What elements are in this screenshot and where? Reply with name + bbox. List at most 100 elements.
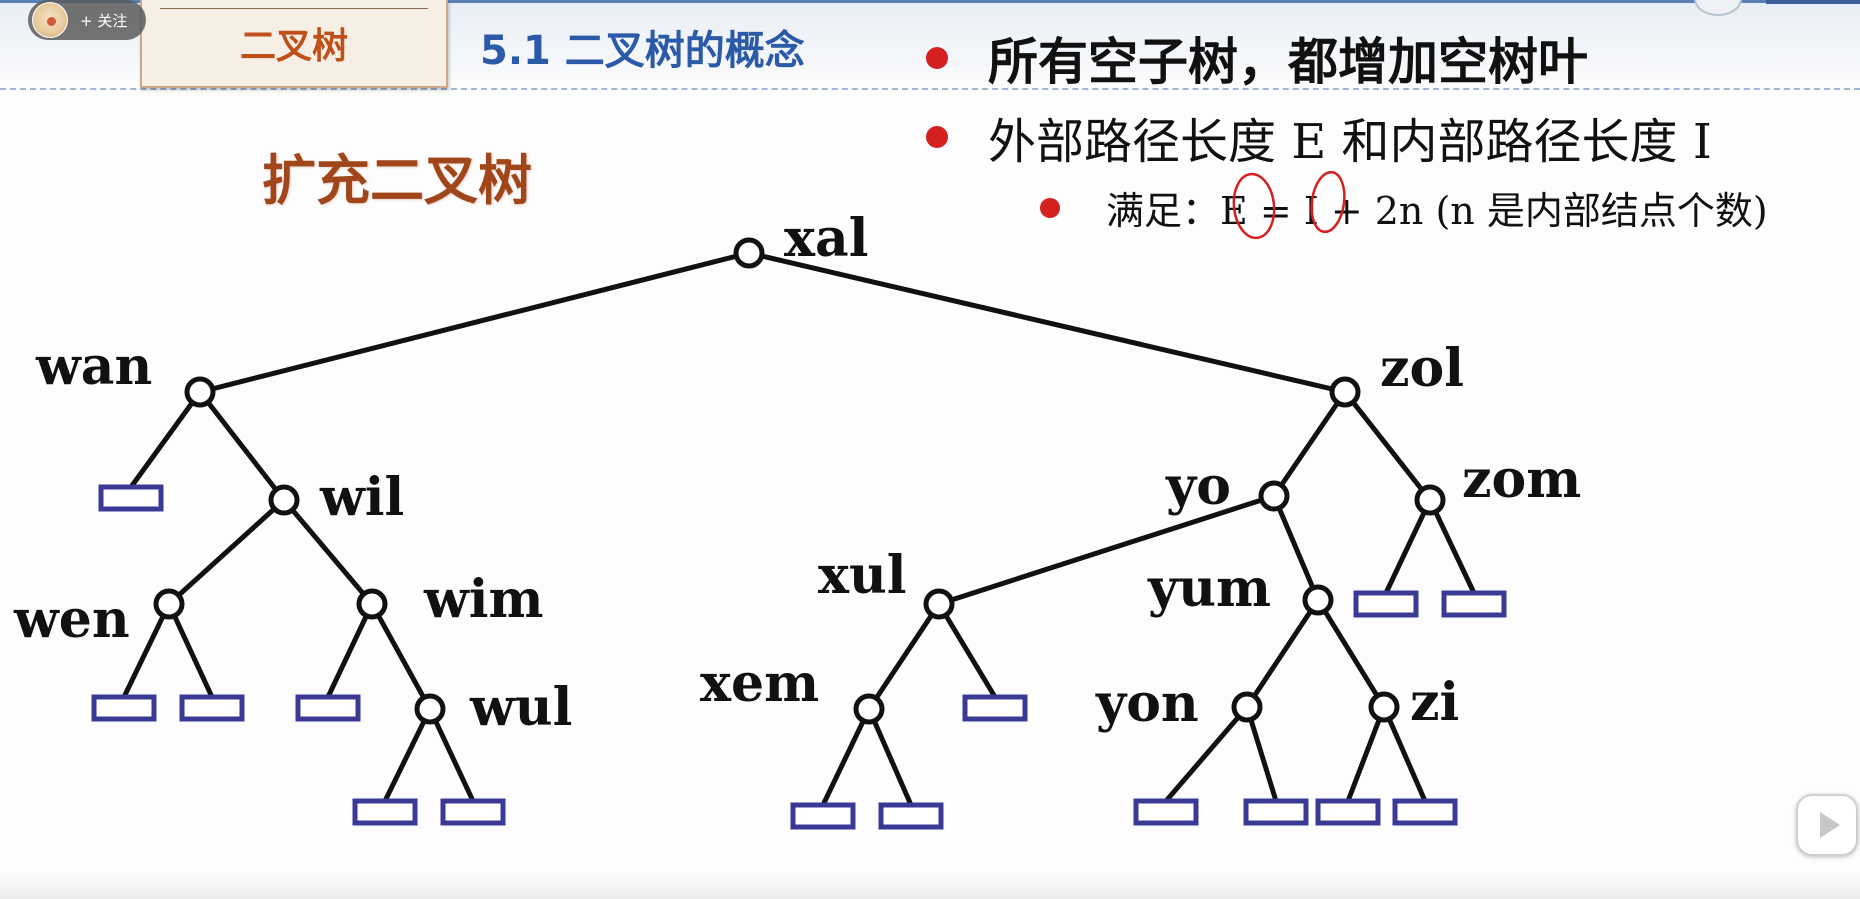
- node-label-yo: yo: [1165, 456, 1231, 517]
- tree-edge: [746, 250, 1348, 395]
- internal-node-xul: [923, 588, 955, 620]
- tree-edge: [166, 601, 215, 700]
- external-leaf: [1243, 798, 1309, 826]
- tree-edge: [1315, 597, 1387, 710]
- section-tab-label: 二叉树: [239, 26, 348, 67]
- external-leaf: [295, 694, 361, 722]
- external-leaf: [790, 802, 856, 830]
- tree-edge: [281, 497, 375, 607]
- tree-edge: [128, 389, 203, 490]
- node-label-zom: zom: [1462, 449, 1581, 510]
- tree-edge: [1383, 497, 1433, 596]
- tree-edge: [1244, 597, 1321, 710]
- tree-edge: [1271, 389, 1348, 499]
- external-leaf: [1315, 798, 1381, 826]
- follow-label: + 关注: [80, 11, 128, 30]
- external-leaf: [91, 694, 157, 722]
- tree-edge: [197, 389, 287, 503]
- internal-node-wan: [184, 376, 216, 408]
- internal-node-xem: [853, 693, 885, 725]
- tree-edge: [866, 706, 914, 808]
- slide-subtitle: 扩充二叉树: [262, 149, 532, 212]
- bullet-dot-icon: [1040, 197, 1060, 218]
- tree-edge: [427, 706, 476, 804]
- internal-node-yum: [1302, 584, 1334, 616]
- tree-edge: [936, 493, 1277, 607]
- bullet-dot-icon: [926, 47, 948, 69]
- external-leaves: [91, 484, 1507, 830]
- node-label-wul: wul: [469, 677, 572, 738]
- internal-node-zom: [1414, 484, 1446, 516]
- bullet-text: 所有空子树，都增加空树叶: [988, 33, 1588, 91]
- node-label-wim: wim: [423, 569, 544, 630]
- tree-edge: [166, 497, 287, 607]
- node-label-zi: zi: [1410, 672, 1459, 733]
- external-leaf: [1441, 590, 1507, 618]
- external-leaf: [962, 694, 1028, 722]
- annotation-circle-i: [1310, 170, 1346, 234]
- bullet-text: 满足：E = I + 2n (n 是内部结点个数): [1106, 189, 1768, 233]
- internal-node-wil: [268, 484, 300, 516]
- tree-edge: [1381, 704, 1428, 804]
- external-leaf: [878, 802, 944, 830]
- external-leaf: [440, 798, 506, 826]
- top-accent-bar: [0, 0, 1860, 3]
- header-divider: [0, 88, 1860, 90]
- external-leaf: [1353, 590, 1419, 618]
- play-icon[interactable]: [1796, 794, 1858, 856]
- node-label-yum: yum: [1147, 558, 1271, 619]
- tree-edges: [121, 250, 1477, 808]
- bullet-item: 满足：E = I + 2n (n 是内部结点个数): [1040, 180, 1768, 235]
- external-leaf: [352, 798, 418, 826]
- node-labels: xal wan zol wil wen wim wul yo zom xul yum xem yon zi: [13, 208, 1581, 738]
- tree-edge: [820, 706, 872, 808]
- bottom-edge: [0, 870, 1860, 899]
- corner-accent-bar: [1766, 0, 1860, 4]
- node-label-xal: xal: [784, 208, 868, 269]
- internal-node-wul: [414, 693, 446, 725]
- tree-edge: [1342, 389, 1433, 503]
- tab-divider: [160, 8, 428, 9]
- internal-nodes: [153, 237, 1446, 725]
- node-label-wan: wan: [35, 336, 152, 397]
- tree-edge: [1427, 497, 1477, 596]
- tree-edge: [1163, 704, 1250, 804]
- internal-node-wim: [356, 588, 388, 620]
- section-tab: 二叉树: [140, 0, 448, 88]
- tree-edge: [1271, 493, 1321, 603]
- tree-edge: [325, 601, 375, 700]
- node-label-wil: wil: [319, 467, 404, 528]
- tree-edge: [197, 250, 752, 395]
- tree-edge: [121, 601, 172, 700]
- node-label-zol: zol: [1380, 338, 1464, 399]
- chapter-title: 5.1 二叉树的概念: [480, 28, 805, 74]
- uploader-avatar[interactable]: [32, 2, 68, 38]
- hand-annotations: [1232, 170, 1346, 240]
- internal-node-wen: [153, 588, 185, 620]
- external-leaf: [179, 694, 245, 722]
- internal-node-yon: [1231, 691, 1263, 723]
- tree-edge: [382, 706, 433, 804]
- node-label-xem: xem: [700, 653, 819, 714]
- node-label-xul: xul: [818, 545, 907, 606]
- tree-edge: [1345, 704, 1387, 804]
- internal-node-xal: [733, 237, 765, 269]
- bullet-item: 所有空子树，都增加空树叶: [926, 22, 1588, 94]
- external-leaf: [1392, 798, 1458, 826]
- external-leaf: [98, 484, 164, 512]
- tree-edge: [866, 601, 942, 712]
- internal-node-zi: [1368, 691, 1400, 723]
- follow-button[interactable]: + 关注: [28, 0, 146, 40]
- internal-node-yo: [1258, 480, 1290, 512]
- bullet-dot-icon: [926, 126, 948, 148]
- external-leaf: [1133, 798, 1199, 826]
- annotation-circle-e: [1232, 172, 1276, 240]
- node-label-wen: wen: [13, 589, 130, 650]
- bullet-text: 外部路径长度 E 和内部路径长度 I: [988, 114, 1712, 170]
- tree-edge: [369, 601, 433, 712]
- node-label-yon: yon: [1095, 673, 1199, 734]
- tree-edge: [936, 601, 998, 700]
- tree-edge: [1244, 704, 1279, 804]
